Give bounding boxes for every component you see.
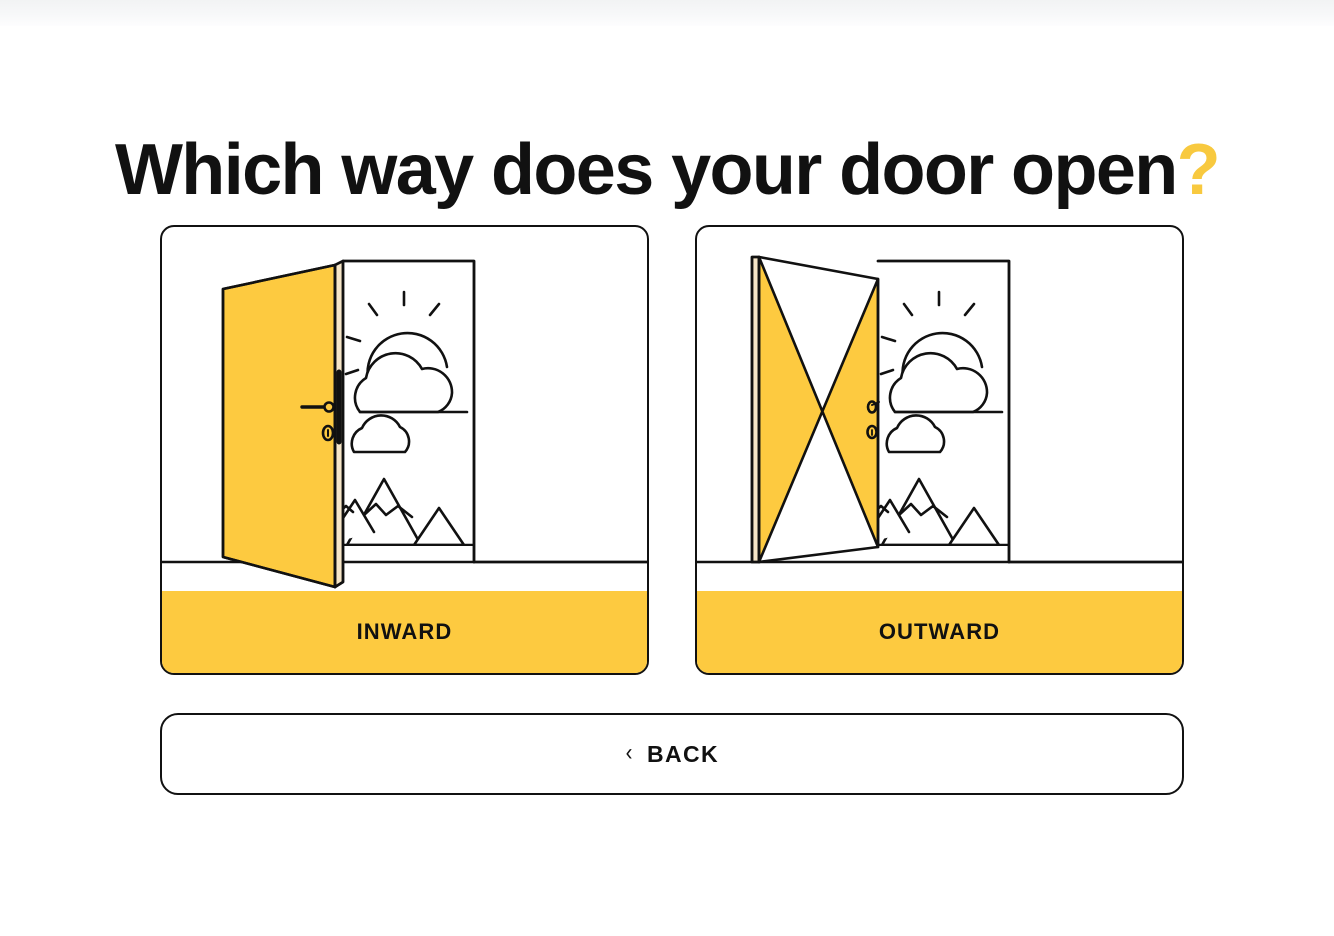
option-label-inward[interactable]: INWARD [162, 591, 647, 673]
question-mark: ? [1176, 130, 1221, 211]
door-opening-inward-icon [162, 227, 647, 594]
back-button[interactable]: ‹ BACK [160, 713, 1184, 795]
option-card-group: INWARD [160, 225, 1184, 677]
page-title-text: Which way does your door open [114, 130, 1178, 211]
option-card-outward[interactable]: OUTWARD [695, 225, 1184, 675]
page-title: Which way does your door open? [0, 134, 1334, 206]
option-label-outward[interactable]: OUTWARD [697, 591, 1182, 673]
page-top-strip [0, 0, 1334, 26]
back-button-label: BACK [646, 740, 720, 767]
door-opening-outward-icon [697, 227, 1182, 594]
chevron-left-icon: ‹ [625, 739, 633, 766]
option-card-inward[interactable]: INWARD [160, 225, 649, 675]
